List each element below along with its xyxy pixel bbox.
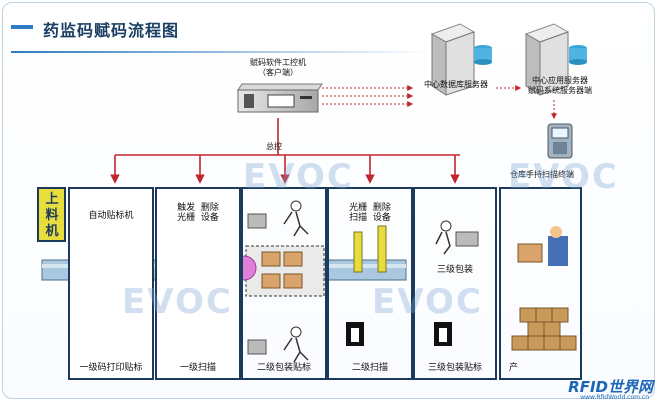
app-server-label-line1: 中心应用服务器 (532, 76, 588, 85)
station-4-label: 光栅 删除 扫描 设备 (349, 203, 391, 223)
station-6: 产 (499, 187, 582, 380)
station-2-footer: 一级扫描 (179, 363, 216, 373)
watermark-evoc: EVOC (508, 157, 619, 197)
station-3: 二级包装贴标 (241, 187, 327, 380)
station-6-footer: 产 (509, 363, 519, 373)
station-5-footer: 三级包装贴标 (427, 363, 482, 373)
station-5-label: 三级包装 (436, 265, 473, 275)
app-server-label: 中心应用服务器 赋码系统服务器端 (508, 76, 612, 96)
station-1-label: 自动贴标机 (88, 211, 134, 221)
app-server-label-line2: 赋码系统服务器端 (528, 86, 592, 95)
worker-box-icon (247, 200, 479, 363)
database-server-icon (430, 23, 492, 96)
watermark-evoc: EVOC (243, 157, 354, 197)
handheld-scanner-icon (547, 123, 573, 159)
bus-label: 总控 (266, 142, 282, 151)
station-4-footer: 二级扫描 (351, 363, 388, 373)
station-3-footer: 二级包装贴标 (256, 363, 311, 373)
loading-label: 上料机 (45, 192, 59, 239)
title-underline (11, 51, 431, 53)
warehouse-goods-icon (511, 226, 577, 351)
station-2-label: 触发 删除 光栅 设备 (177, 203, 219, 223)
loading-machine: 上料机 (37, 187, 66, 242)
page-title: 药监码赋码流程图 (43, 21, 180, 40)
workstation-label: 赋码软件工控机 （客户端） (240, 58, 316, 78)
workstation-label-line2: （客户端） (258, 68, 298, 77)
brand-logo: RFID世界网 (568, 378, 653, 396)
station-4: 光栅 删除 扫描 设备 二级扫描 (327, 187, 413, 380)
station-2: 触发 删除 光栅 设备 一级扫描 (155, 187, 241, 380)
db-server-label: 中心数据库服务器 (424, 80, 488, 89)
brand-url: www.RfidWorld.com.cn (580, 394, 649, 401)
workstation-label-line1: 赋码软件工控机 (250, 58, 306, 67)
station-1: 自动贴标机 一级码打印贴标 (68, 187, 154, 380)
watermark-evoc: EVOC (122, 282, 233, 322)
industrial-pc-icon (237, 83, 323, 113)
title-accent (11, 25, 33, 29)
station-5: 三级包装 三级包装贴标 (413, 187, 497, 380)
watermark-evoc: EVOC (372, 282, 483, 322)
station-1-footer: 一级码打印贴标 (79, 363, 143, 373)
handheld-label: 仓库手持扫描终端 (510, 170, 574, 179)
grating-scanner-icon (353, 225, 387, 273)
application-server-icon (524, 23, 587, 96)
